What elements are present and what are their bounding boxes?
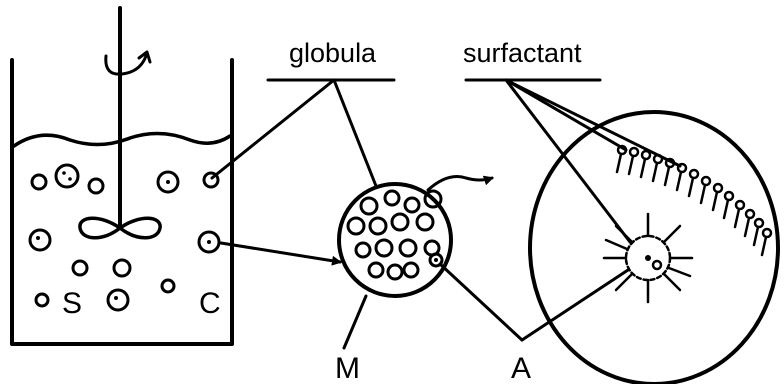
- stirrer: [78, 6, 162, 240]
- globula-inner-droplets: [346, 189, 444, 281]
- label-surfactant-group: surfactant: [463, 38, 682, 244]
- label-a: A: [511, 352, 531, 384]
- label-m: M: [335, 352, 360, 384]
- liquid-surface: [12, 131, 232, 148]
- droplet: [87, 177, 105, 195]
- droplet: [197, 230, 221, 254]
- arrow-to-detail: [426, 175, 494, 192]
- leader-surfactant-layer: [504, 78, 628, 152]
- label-c: C: [199, 287, 221, 320]
- beaker: [10, 58, 234, 346]
- stirrer-blade-right: [118, 216, 162, 240]
- leader-surfactant-layer-2: [504, 78, 682, 168]
- droplet: [71, 259, 89, 277]
- label-globula-group: globula: [210, 38, 396, 188]
- droplet: [156, 170, 180, 194]
- label-surfactant: surfactant: [463, 38, 582, 68]
- globula-marked-droplet: [428, 252, 444, 268]
- label-globula: globula: [289, 38, 377, 68]
- label-a-group: A: [438, 262, 630, 385]
- stirrer-blade-left: [78, 216, 122, 240]
- surfactant-layer: [615, 144, 773, 257]
- micelle: [602, 212, 694, 304]
- beaker-walls: [10, 58, 234, 346]
- leader-surfactant-micelle: [504, 78, 632, 244]
- leader-globula-beaker: [210, 78, 336, 180]
- globula: [337, 182, 453, 298]
- beaker-droplets: [28, 163, 221, 312]
- arrow-to-globula: [219, 241, 342, 266]
- droplet: [112, 258, 132, 278]
- label-m-group: M: [335, 294, 368, 385]
- leader-a-micelle: [520, 268, 630, 342]
- label-s: S: [62, 287, 82, 320]
- droplet: [202, 171, 220, 189]
- droplet: [28, 228, 52, 252]
- droplet: [54, 163, 80, 189]
- droplet: [160, 278, 176, 294]
- droplet: [30, 173, 48, 191]
- droplet: [34, 292, 50, 308]
- globula-outline: [337, 182, 453, 298]
- leader-m: [342, 294, 368, 350]
- leader-a-globula: [438, 262, 524, 342]
- leader-globula-globule: [332, 78, 378, 188]
- droplet: [106, 288, 130, 312]
- rotation-arrow-icon: [104, 50, 152, 76]
